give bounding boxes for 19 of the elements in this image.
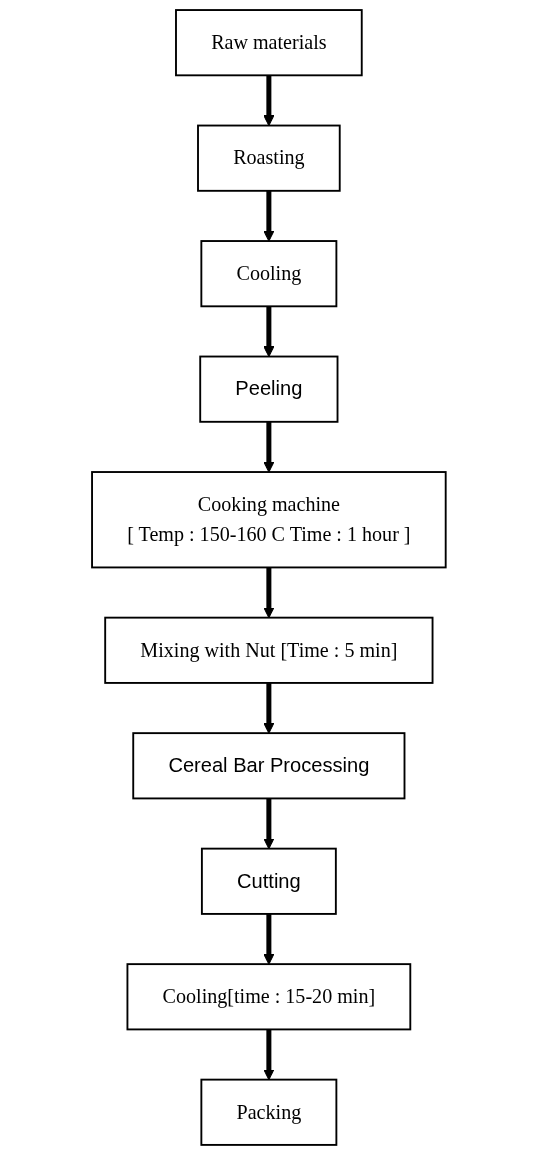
node-box: Cooling[time : 15-20 min] <box>126 963 411 1031</box>
node-box: Cereal Bar Processing <box>131 732 406 800</box>
arrow <box>262 190 274 242</box>
node-box: Mixing with Nut [Time : 5 min] <box>103 616 434 684</box>
arrow <box>262 1029 274 1081</box>
arrow <box>262 682 274 734</box>
node-box: Cutting <box>200 847 337 915</box>
arrow <box>262 567 274 619</box>
arrow <box>262 798 274 850</box>
node-box: Cooling <box>200 240 337 308</box>
arrow <box>262 913 274 965</box>
arrow <box>262 421 274 473</box>
node-box: Raw materials <box>174 9 363 77</box>
node-box: Packing <box>200 1078 337 1146</box>
arrow <box>262 306 274 358</box>
arrow <box>262 75 274 127</box>
node-box: Roasting <box>196 124 341 192</box>
node-box: Cooking machine [ Temp : 150-160 C Time : 1 hour ] <box>90 471 447 569</box>
node-box: Peeling <box>198 355 339 423</box>
